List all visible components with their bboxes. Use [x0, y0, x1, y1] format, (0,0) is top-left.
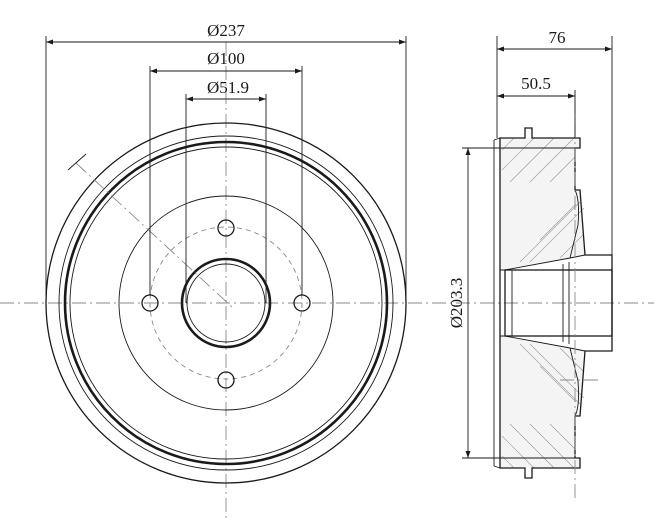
dim-label-width: 76: [549, 28, 566, 47]
section-hatching: [500, 137, 585, 469]
hub-bore: [504, 269, 613, 337]
hub-web-upper: [500, 254, 586, 271]
hub-flange-circle: [118, 195, 334, 411]
front-view: Ø237 Ø100 Ø51.9: [0, 21, 654, 520]
diagonal-centerline: [75, 162, 233, 308]
hatch-lines-upper: [501, 137, 585, 263]
bolt-hole-bottom: [217, 371, 235, 389]
web-fillet-upper: [569, 189, 580, 259]
chamfer-bottom: [493, 465, 501, 469]
bolt-pitch-circle: [149, 226, 303, 380]
diagonal-tick-mark: [67, 153, 87, 171]
drum-inner-circle: [69, 146, 383, 460]
braking-surface-circle: [63, 140, 389, 466]
side-profile-outline: [499, 127, 613, 479]
dim-label-drum: Ø203.3: [447, 278, 466, 329]
outer-rim-inner-circle: [58, 135, 394, 471]
bolt-hole-top: [217, 219, 235, 237]
web-fillet-lower: [569, 347, 580, 417]
side-view: 76 50.5 Ø203.3: [447, 28, 613, 500]
center-bore-inner: [186, 263, 266, 343]
dim-label-outer: Ø237: [207, 21, 245, 40]
hub-web-lower: [500, 335, 586, 352]
chamfer-top: [493, 137, 501, 141]
dim-label-pcd: Ø100: [207, 49, 245, 68]
dim-label-bore: Ø51.9: [207, 78, 249, 97]
center-bore-outer: [180, 257, 272, 349]
dim-label-hub: 50.5: [521, 74, 551, 93]
